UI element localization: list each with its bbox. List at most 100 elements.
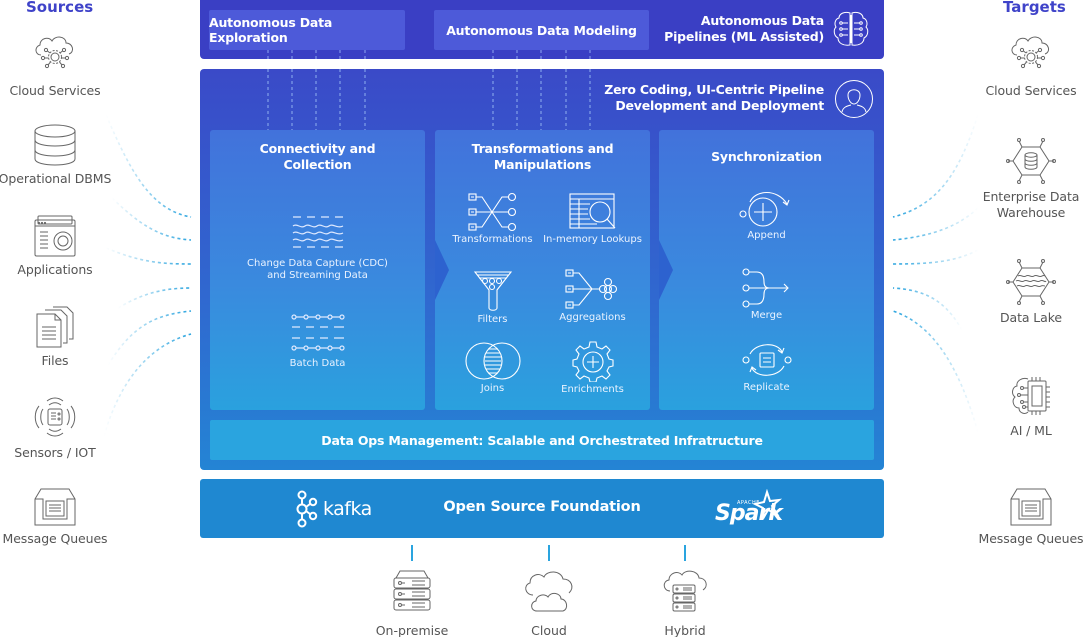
panel-dashes	[267, 69, 591, 130]
lookup-icon	[568, 193, 615, 229]
replicate-item[interactable]: Replicate	[659, 340, 874, 394]
batch-data-item[interactable]: Batch Data	[210, 314, 425, 370]
transformations-column: Transformations and Manipulations Transf…	[435, 130, 650, 410]
synchronization-column: Synchronization Append Merge	[659, 130, 874, 410]
source-cloud-services[interactable]: Cloud Services	[0, 33, 130, 99]
deployment-cloud[interactable]: Cloud	[494, 545, 604, 637]
aggregations-label: Aggregations	[559, 312, 626, 323]
sources-title: Sources	[26, 0, 94, 16]
filters-item[interactable]: Filters	[445, 270, 540, 326]
target-label: AI / ML	[1010, 423, 1052, 438]
target-ai-ml[interactable]: AI / ML	[956, 373, 1083, 439]
autonomous-band: Autonomous Data Exploration Autonomous D…	[200, 0, 884, 60]
aggregations-item[interactable]: Aggregations	[540, 268, 645, 324]
top-band-dashes	[267, 50, 591, 60]
deploy-label: Hybrid	[664, 623, 706, 637]
autonomous-pipelines-label: Autonomous Data Pipelines (ML Assisted)	[664, 13, 824, 45]
target-data-lake[interactable]: Data Lake	[956, 258, 1083, 326]
server-icon	[393, 570, 431, 611]
append-icon	[738, 191, 790, 227]
transformations-item[interactable]: Transformations	[445, 192, 540, 246]
deploy-connector	[411, 545, 413, 561]
merge-label: Merge	[750, 310, 783, 321]
hybrid-cloud-icon	[663, 570, 707, 612]
column-title: Synchronization	[711, 149, 822, 164]
replicate-label: Replicate	[743, 382, 790, 393]
transformations-label: Transformations	[452, 234, 533, 245]
cdc-streaming-item[interactable]: Change Data Capture (CDC) and Streaming …	[210, 215, 425, 282]
deploy-label: On-premise	[375, 623, 449, 637]
target-enterprise-data-warehouse[interactable]: Enterprise Data Warehouse	[956, 137, 1083, 221]
source-sensors-iot[interactable]: Sensors / IOT	[0, 395, 130, 461]
transformations-icon	[467, 192, 516, 232]
append-label: Append	[747, 230, 786, 241]
spark-apache-label: APACHE	[737, 500, 760, 506]
batch-data-label: Batch Data	[289, 358, 346, 369]
open-source-foundation-title: Open Source Foundation	[443, 499, 641, 515]
deployment-hybrid[interactable]: Hybrid	[630, 545, 740, 637]
cloud-services-icon	[1011, 36, 1050, 69]
data-ops-management[interactable]: Data Ops Management: Scalable and Orches…	[210, 420, 874, 460]
spark-logo: APACHE Spark	[715, 488, 787, 533]
source-message-queues[interactable]: Message Queues	[0, 487, 130, 547]
autonomous-data-exploration[interactable]: Autonomous Data Exploration	[209, 10, 405, 50]
database-icon	[34, 124, 76, 166]
append-item[interactable]: Append	[659, 190, 874, 242]
source-label: Applications	[17, 262, 93, 277]
deploy-label: Cloud	[531, 623, 567, 637]
source-applications[interactable]: Applications	[0, 214, 130, 278]
targets-title: Targets	[1003, 0, 1066, 16]
source-operational-dbms[interactable]: Operational DBMS	[0, 123, 130, 187]
zero-coding-line1: Zero Coding, UI-Centric Pipeline	[604, 82, 824, 97]
message-queue-icon	[34, 488, 76, 526]
deploy-connector	[684, 545, 686, 561]
sensor-icon	[34, 397, 76, 437]
data-warehouse-icon	[1006, 138, 1056, 184]
source-label: Sensors / IOT	[14, 445, 96, 460]
column-title-line2: Manipulations	[493, 157, 592, 172]
joins-label: Joins	[480, 383, 505, 394]
application-icon	[34, 215, 76, 257]
cloud-icon	[525, 571, 573, 612]
source-label: Message Queues	[2, 531, 108, 546]
column-title-line1: Transformations and	[471, 141, 614, 156]
pipeline-panel: Zero Coding, UI-Centric Pipeline Develop…	[200, 69, 884, 470]
kafka-wordmark: kafka	[323, 498, 372, 520]
target-cloud-services[interactable]: Cloud Services	[956, 33, 1083, 99]
target-message-queues[interactable]: Message Queues	[956, 487, 1083, 547]
lookups-label: In-memory Lookups	[543, 234, 642, 245]
source-label: Cloud Services	[9, 83, 101, 98]
deployment-on-premise[interactable]: On-premise	[357, 545, 467, 637]
column-title: Connectivity and Collection	[210, 141, 425, 173]
cloud-services-icon	[35, 36, 74, 69]
aggregations-icon	[564, 269, 617, 309]
pipelines-line1: Autonomous Data	[700, 13, 824, 28]
joins-item[interactable]: Joins	[445, 341, 540, 395]
ai-chip-icon	[1012, 377, 1050, 415]
autonomous-data-modeling[interactable]: Autonomous Data Modeling	[434, 10, 649, 50]
batch-data-icon	[290, 314, 345, 351]
filter-funnel-icon	[473, 271, 512, 311]
cdc-label-line2: and Streaming Data	[267, 270, 368, 281]
spark-wordmark: Spark	[715, 501, 783, 526]
source-files[interactable]: Files	[0, 305, 130, 369]
source-label: Operational DBMS	[0, 171, 112, 186]
target-label: Message Queues	[978, 531, 1083, 546]
data-lake-icon	[1006, 259, 1056, 305]
zero-coding-label: Zero Coding, UI-Centric Pipeline Develop…	[604, 82, 824, 114]
merge-item[interactable]: Merge	[659, 268, 874, 322]
zero-coding-line2: Development and Deployment	[615, 98, 824, 113]
user-icon	[835, 80, 873, 118]
message-queue-icon	[1010, 488, 1052, 526]
joins-venn-icon	[464, 342, 521, 380]
files-icon	[36, 306, 74, 348]
pipelines-line2: Pipelines (ML Assisted)	[664, 29, 824, 44]
deploy-connector	[548, 545, 550, 561]
connectivity-collection-column: Connectivity and Collection Change Data …	[210, 130, 425, 410]
target-label: Cloud Services	[985, 83, 1077, 98]
in-memory-lookups-item[interactable]: In-memory Lookups	[540, 192, 645, 246]
replicate-icon	[741, 344, 792, 376]
source-label: Files	[41, 353, 69, 368]
filters-label: Filters	[477, 314, 508, 325]
enrichments-item[interactable]: Enrichments	[540, 340, 645, 396]
